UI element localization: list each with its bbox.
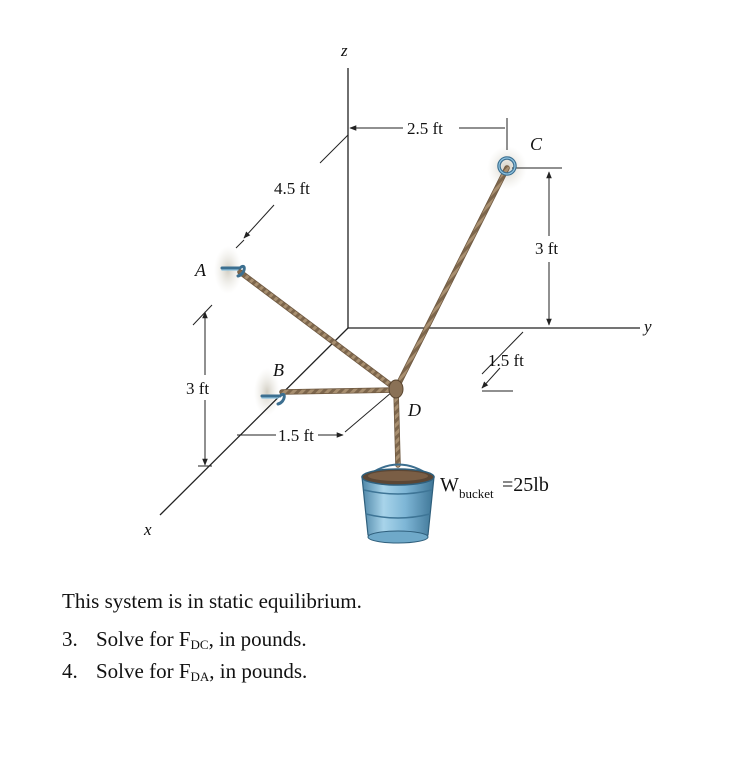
question-3: 3.Solve for FDC, in pounds. <box>62 627 307 653</box>
dimension-2-5-ft: 2.5 ft <box>407 119 443 138</box>
point-label-d: D <box>407 400 421 420</box>
hook-a <box>220 264 246 278</box>
svg-text:=25lb: =25lb <box>502 474 549 496</box>
point-label-a: A <box>194 260 207 280</box>
dimension-3-ft-c: 3 ft <box>535 239 558 258</box>
axes <box>159 68 640 516</box>
dimension-4-5-ft: 4.5 ft <box>274 179 310 198</box>
statics-diagram: z y x A B C D 2.5 ft 4.5 ft 3 ft 1.5 ft … <box>143 41 652 544</box>
axis-label-y: y <box>642 317 652 336</box>
point-label-b: B <box>273 360 284 380</box>
question-4: 4.Solve for FDA, in pounds. <box>62 658 308 684</box>
x-axis <box>159 327 349 516</box>
dimension-1-5-ft-right: 1.5 ft <box>488 351 524 370</box>
axis-label-z: z <box>340 41 348 60</box>
eyebolt-c <box>497 156 517 176</box>
bucket <box>361 463 435 544</box>
svg-text:W: W <box>440 474 459 496</box>
point-label-c: C <box>530 134 543 154</box>
axis-label-x: x <box>143 520 152 539</box>
dimension-1-5-ft-bottom: 1.5 ft <box>278 426 314 445</box>
weight-label: W bucket =25lb <box>440 474 549 501</box>
anchor-shadow-b <box>254 368 280 416</box>
statement: This system is in static equilibrium. <box>62 589 362 613</box>
knot-d <box>388 379 404 399</box>
svg-text:bucket: bucket <box>459 486 494 501</box>
question-list: 3.Solve for FDC, in pounds. 4.Solve for … <box>62 626 362 685</box>
dimension-lines <box>192 118 562 467</box>
problem-text: This system is in static equilibrium. 3.… <box>62 588 362 689</box>
hook-b <box>260 392 286 406</box>
dimension-3-ft-left: 3 ft <box>186 379 209 398</box>
ropes <box>237 165 510 468</box>
